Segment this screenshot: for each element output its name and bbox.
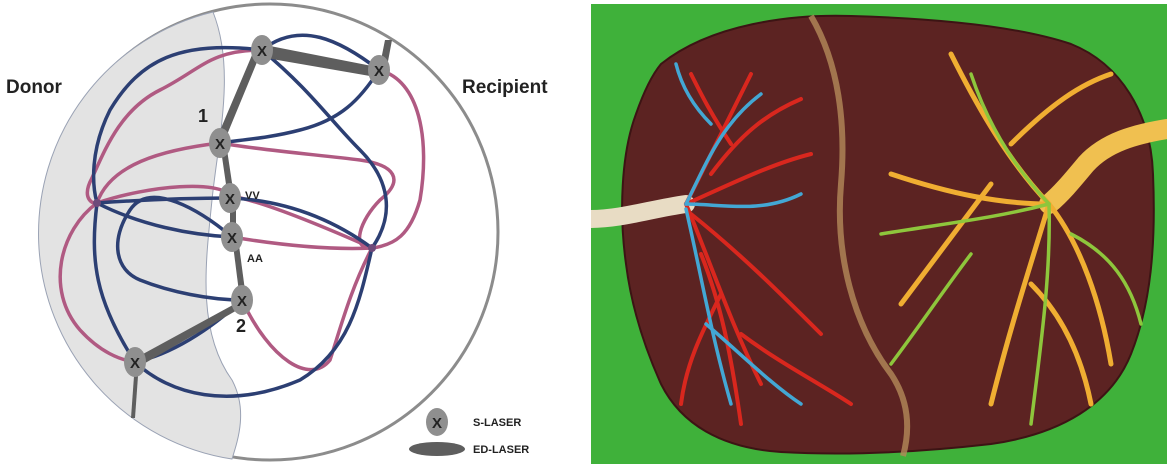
s-laser-marker-7: X: [124, 347, 146, 377]
donor-label: Donor: [6, 77, 63, 98]
svg-text:X: X: [237, 293, 247, 310]
svg-text:X: X: [215, 136, 225, 153]
s-laser-marker-2: X: [368, 55, 390, 85]
placenta-schematic-diagram: X X X X X X X Donor Recipi: [0, 0, 580, 464]
legend-ed-laser: ED-LASER: [409, 442, 529, 456]
svg-text:S-LASER: S-LASER: [473, 417, 521, 429]
s-laser-marker-5: X: [221, 222, 243, 252]
svg-text:X: X: [257, 43, 267, 60]
anastomosis-2-label: 2: [236, 316, 246, 336]
vv-label: VV: [245, 190, 260, 202]
recipient-label: Recipient: [462, 77, 548, 98]
svg-text:X: X: [227, 230, 237, 247]
aa-label: AA: [247, 253, 263, 265]
legend-s-laser: X S-LASER: [426, 408, 521, 436]
s-laser-marker-6: X: [231, 285, 253, 315]
anastomosis-1-label: 1: [198, 106, 208, 126]
svg-text:X: X: [225, 191, 235, 208]
placenta-photograph: [591, 4, 1167, 464]
svg-text:X: X: [374, 63, 384, 80]
s-laser-marker-4: X: [219, 183, 241, 213]
svg-text:X: X: [130, 355, 140, 372]
svg-text:ED-LASER: ED-LASER: [473, 444, 529, 456]
s-laser-marker-3: X: [209, 128, 231, 158]
s-laser-marker-1: X: [251, 35, 273, 65]
legend: X S-LASER ED-LASER: [409, 408, 529, 456]
svg-text:X: X: [432, 415, 442, 432]
